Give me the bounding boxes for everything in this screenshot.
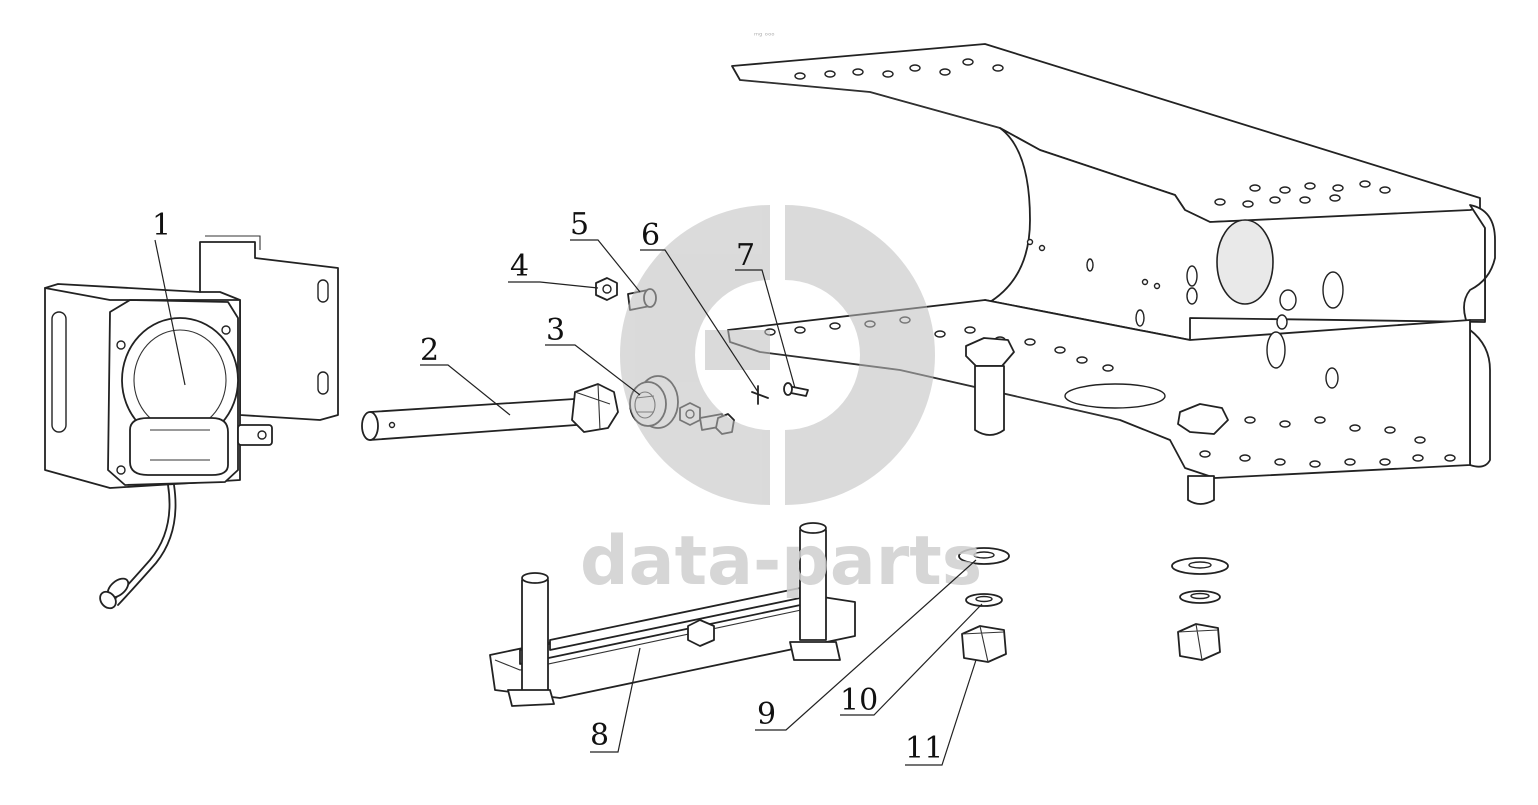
callout-11: 11 [905, 731, 943, 766]
leader-lines [154, 239, 983, 766]
gp-logo-icon [620, 205, 935, 505]
part-6-cotter-pin [751, 385, 769, 405]
callout-7: 7 [736, 238, 755, 273]
callout-2: 2 [420, 333, 439, 368]
callout-1: 1 [152, 208, 171, 243]
part-8-clamp-bar [489, 522, 856, 707]
callout-4: 4 [510, 249, 529, 284]
corner-mark: ᵐᵍ ᵒᵒᵒ [754, 31, 775, 40]
part-11-hex-nut [961, 623, 1221, 663]
watermark [620, 205, 935, 505]
callout-6: 6 [641, 218, 660, 253]
part-10-spring-washer [965, 590, 1221, 607]
part-7-clevis-pin [783, 382, 809, 397]
callout-5: 5 [570, 207, 589, 242]
callout-9: 9 [757, 697, 776, 732]
part-9-flat-washer [958, 547, 1229, 575]
callout-3: 3 [546, 313, 565, 348]
callout-10: 10 [840, 683, 878, 718]
callout-8: 8 [590, 718, 609, 753]
callout-labels: 1 2 3 4 5 6 7 8 9 10 11 [152, 207, 943, 766]
watermark-text: data-parts [580, 522, 982, 601]
part-1-electrical-socket [44, 235, 339, 610]
main-frame-bracket [727, 43, 1496, 505]
part-2-pin [361, 383, 619, 441]
top-plate-holes [794, 58, 1391, 208]
part-4-hex-nut [595, 277, 618, 301]
